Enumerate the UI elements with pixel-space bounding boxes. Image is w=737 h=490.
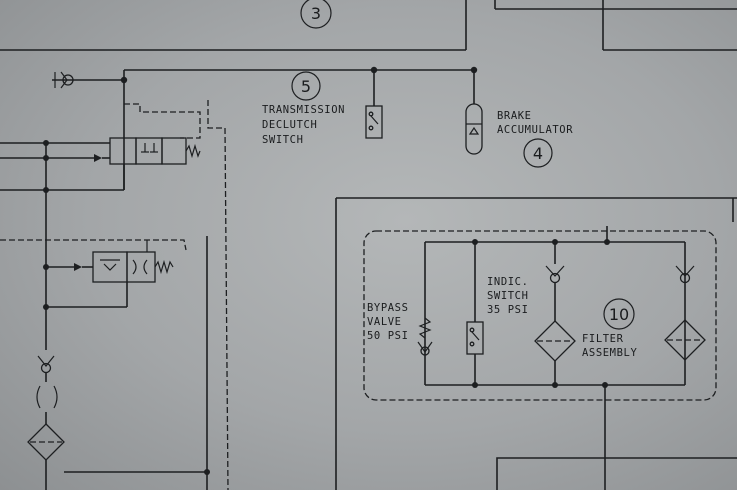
- brake-label-line2: ACCUMULATOR: [497, 124, 573, 136]
- directional-valve-upper: [0, 103, 201, 193]
- transmission-label-line2: DECLUTCH: [262, 119, 317, 131]
- filter-assembly-box: [363, 226, 737, 490]
- transmission-label-line1: TRANSMISSION: [262, 104, 345, 116]
- filter-label-line2: ASSEMBLY: [582, 347, 637, 359]
- callout-4-number: 4: [533, 144, 543, 163]
- right-frame: [335, 197, 737, 490]
- brake-accumulator: 4: [465, 70, 553, 168]
- bypass-label-line1: BYPASS: [367, 302, 409, 314]
- callout-3: 3: [300, 0, 332, 29]
- directional-valve-lower: [43, 240, 174, 310]
- top-frame: [0, 0, 737, 51]
- indic-label-line2: SWITCH: [487, 290, 529, 302]
- callout-5-number: 5: [301, 77, 311, 96]
- indic-label-line3: 35 PSI: [487, 304, 529, 316]
- dashed-drain-line: [0, 239, 187, 251]
- bypass-label-line3: 50 PSI: [367, 330, 409, 342]
- filter-label-line1: FILTER: [582, 333, 624, 345]
- transmission-label-line3: SWITCH: [262, 134, 304, 146]
- brake-label-line1: BRAKE: [497, 110, 532, 122]
- transmission-declutch-switch: 5: [291, 70, 383, 139]
- dashed-pilot-line: [207, 100, 229, 490]
- bypass-label-line2: VALVE: [367, 316, 402, 328]
- callout-10: 10: [603, 298, 635, 330]
- bypass-valve: [417, 317, 433, 356]
- indicator-switch: [466, 242, 484, 385]
- left-trunk-line: [27, 143, 65, 490]
- filter-element-left: [534, 242, 576, 385]
- indic-label-line1: INDIC.: [487, 276, 529, 288]
- return-lines: [64, 236, 210, 490]
- filter-element-right: [664, 265, 706, 361]
- callout-3-number: 3: [311, 4, 321, 23]
- callout-10-number: 10: [609, 305, 629, 324]
